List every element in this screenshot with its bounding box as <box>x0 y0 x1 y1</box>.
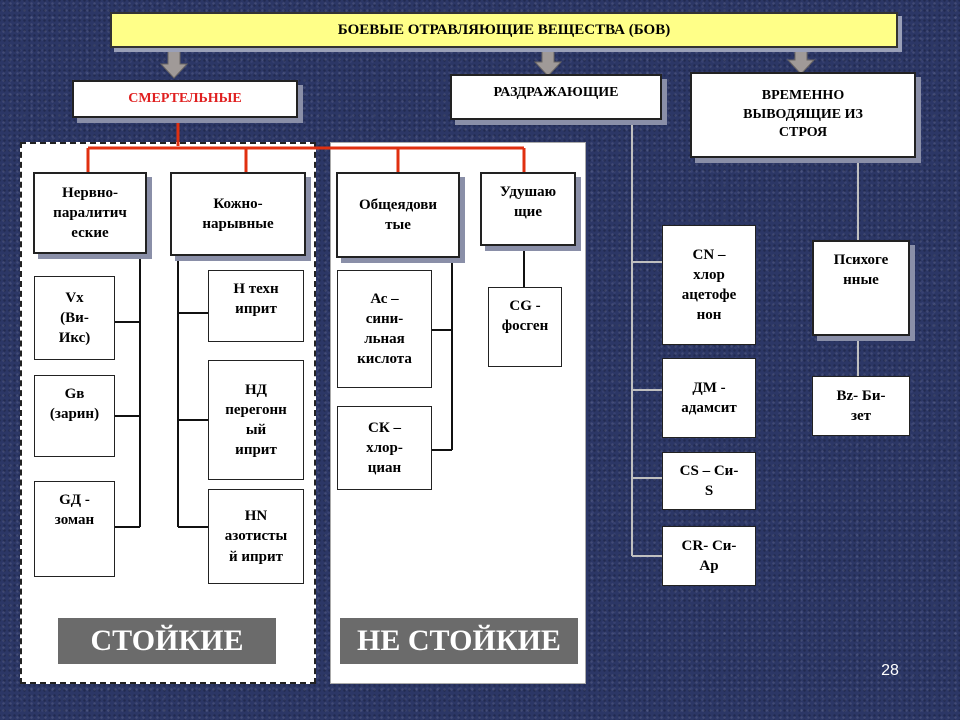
agent-hd: НД перегонн ый иприт <box>208 360 304 480</box>
agent-dm: ДМ - адамсит <box>662 358 756 438</box>
arrow-down-icon <box>159 49 189 79</box>
agent-cg: CG - фосген <box>488 287 562 367</box>
agent-vx: Vx (Ви- Икс) <box>34 276 115 360</box>
agent-gb: Gв (зарин) <box>34 375 115 457</box>
agent-ac: Ас – сини- льная кислота <box>337 270 432 388</box>
diagram-title: БОЕВЫЕ ОТРАВЛЯЮЩИЕ ВЕЩЕСТВА (БОВ) <box>110 12 898 48</box>
category-incapacitating: ВРЕМЕННО ВЫВОДЯЩИЕ ИЗ СТРОЯ <box>690 72 916 158</box>
category-lethal: СМЕРТЕЛЬНЫЕ <box>72 80 298 118</box>
group-blister-agents: Кожно- нарывные <box>170 172 306 256</box>
agent-cn: CN – хлор ацетофе нон <box>662 225 756 345</box>
arrow-down-icon <box>786 45 816 75</box>
agent-cr: CR- Си- Ар <box>662 526 756 586</box>
group-choking-agents: Удушаю щие <box>480 172 576 246</box>
page-number: 28 <box>881 662 899 679</box>
group-psychogenic-agents: Психоге нные <box>812 240 910 336</box>
category-irritant: РАЗДРАЖАЮЩИЕ <box>450 74 662 120</box>
agent-cs: CS – Си- S <box>662 452 756 510</box>
agent-h: Н техн иприт <box>208 270 304 342</box>
arrow-down-icon <box>533 47 563 77</box>
group-nerve-agents: Нервно- паралитич еские <box>33 172 147 254</box>
agent-ck: СК – хлор- циан <box>337 406 432 490</box>
group-blood-agents: Общеядови тые <box>336 172 460 258</box>
agent-hn: HN азотисты й иприт <box>208 489 304 584</box>
nonpersistent-label: НЕ СТОЙКИЕ <box>340 618 578 664</box>
agent-bz: Bz- Би- зет <box>812 376 910 436</box>
agent-gd: GД - зоман <box>34 481 115 577</box>
persistent-label: СТОЙКИЕ <box>58 618 276 664</box>
